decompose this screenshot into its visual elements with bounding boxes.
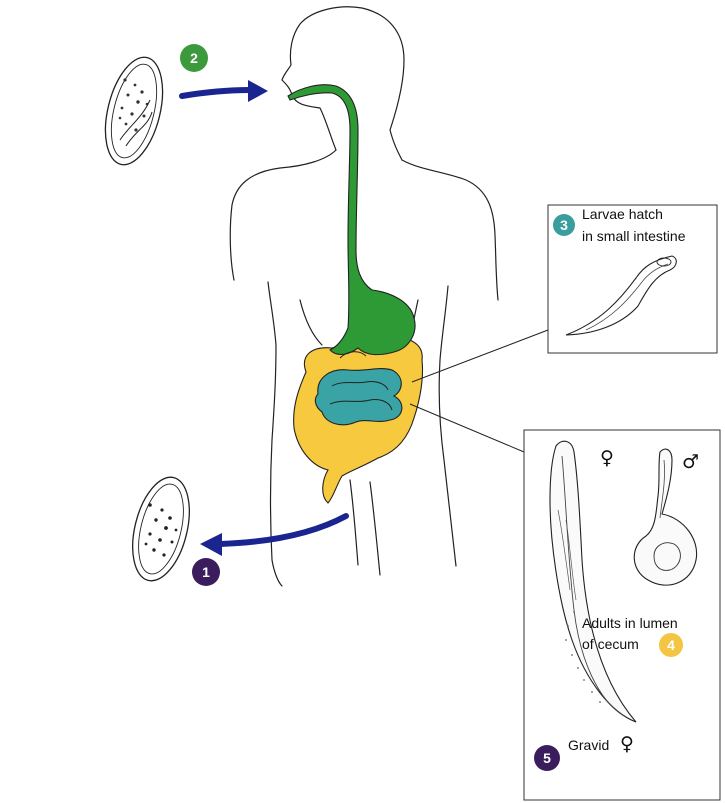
human-body-outline [229,6,499,587]
svg-text:5: 5 [543,750,551,766]
adults-label-line2: of cecum [582,636,639,652]
gravid-label: Gravid [568,737,609,753]
pointer-line-to-adults-inset [409,403,525,453]
pointer-line-to-larvae-inset [411,329,549,383]
larva-drawing [565,255,677,336]
svg-text:4: 4 [667,637,675,653]
step-3-badge: 3 [553,214,575,236]
arrow-ingestion [179,80,268,102]
male-symbol: ♂ [682,451,699,473]
svg-text:3: 3 [560,217,568,233]
small-intestine-folds [329,351,393,411]
female-worm-drawing [549,440,637,723]
female-symbol-top: ♀ [600,447,614,469]
embryonated-egg-top [104,56,164,166]
svg-text:1: 1 [202,564,210,580]
step-4-badge: 4 [659,633,683,657]
step-5-badge: 5 [534,745,560,771]
larvae-label-line1: Larvae hatch [582,206,663,222]
step-2-badge: 2 [180,44,208,72]
adults-label-line1: Adults in lumen [582,615,678,631]
unembryonated-egg-bottom [132,476,190,582]
female-symbol-gravid: ♀ [620,733,634,755]
arrow-eggs-passed [200,513,349,556]
esophagus-and-stomach [287,84,416,356]
small-intestine [314,368,403,426]
larvae-inset: 3 Larvae hatch in small intestine [547,204,718,354]
adults-inset: ♀ ♂ Adults in lumen of cecum 4 5 Gravid … [523,429,721,801]
step-1-badge: 1 [192,558,220,586]
svg-text:2: 2 [190,50,198,66]
male-worm-drawing [633,448,698,586]
larvae-label-line2: in small intestine [582,228,686,244]
